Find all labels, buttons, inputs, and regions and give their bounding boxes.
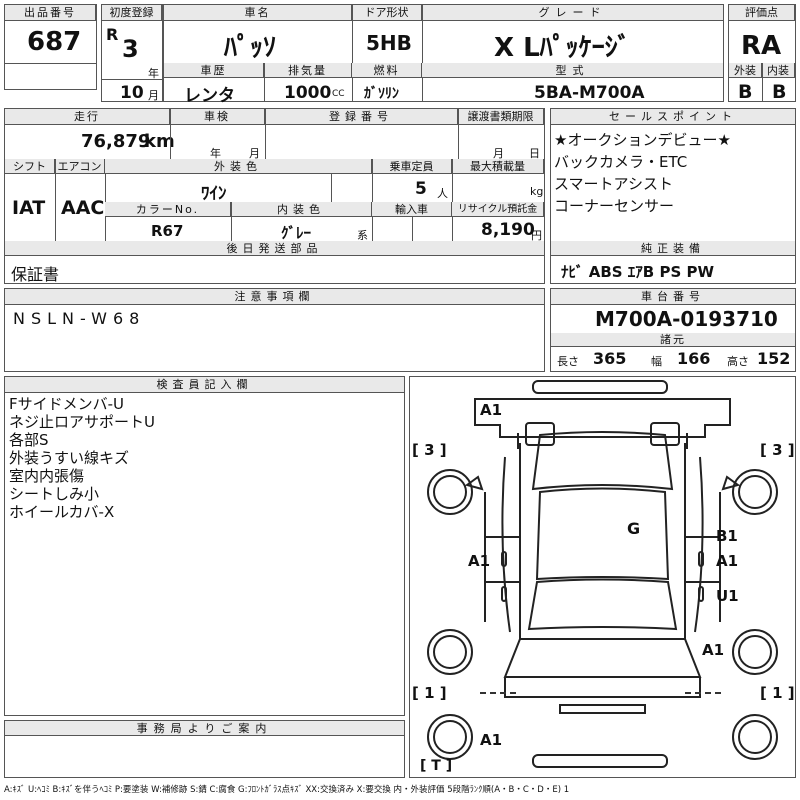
car-name: ﾊﾟｯｿ — [224, 33, 277, 63]
inspector-notes-list: Fサイドメンバ-U ネジ止ロアサポートU 各部S 外装うすい線キズ 室内内張傷 … — [9, 395, 155, 521]
diagram-mark: A1 — [702, 641, 725, 659]
notes-text: NSLN-W68 — [13, 309, 146, 328]
inspector-note: 室内内張傷 — [9, 467, 85, 485]
sales-points-list: ★オークションデビュー★ バックカメラ・ETC スマートアシスト コーナーセンサ… — [554, 129, 731, 217]
reg-month: 10 — [120, 83, 144, 103]
overall-score: RA — [741, 31, 782, 61]
spec-length: 365 — [593, 349, 627, 368]
diagram-mark: [ 3 ] — [412, 441, 447, 459]
damage-diagram: A1 [ 3 ] [ 3 ] G A1 B1 A1 U1 A1 [ 1 ] [ … — [409, 376, 796, 778]
inspector-box: 検査員記入欄 Fサイドメンバ-U ネジ止ロアサポートU 各部S 外装うすい線キズ… — [4, 376, 405, 716]
interior-color: ｸﾞﾚｰ — [281, 224, 312, 242]
inspector-note: ホイールカバ-X — [9, 503, 115, 521]
lot-number-label: 出品番号 — [5, 5, 96, 21]
vehicle-details-box: 走行 76,879 km 車検 年 月 登録番号 譲渡書類期限 月 日 シフト … — [4, 108, 545, 284]
diagram-mark: [ 1 ] — [412, 684, 447, 702]
inspector-note: Fサイドメンバ-U — [9, 395, 125, 413]
history: レンタ — [184, 86, 235, 106]
sales-point: ★オークションデビュー★ — [554, 131, 731, 149]
displacement: 1000 — [284, 83, 332, 103]
standard-equipment: ﾅﾋﾞ ABS ｴｱB PS PW — [561, 263, 715, 281]
mileage: 76,879 — [81, 131, 151, 152]
recycle-fee: 8,190 — [481, 220, 535, 240]
diagram-mark: [ T ] — [420, 758, 453, 774]
exterior-color: ﾜｲﾝ — [201, 184, 227, 204]
lot-number-box: 出品番号 687 — [4, 4, 97, 90]
model-code: 5BA-M700A — [534, 83, 645, 103]
capacity: 5 — [415, 179, 427, 199]
sales-point: バックカメラ・ETC — [554, 153, 688, 171]
spec-width: 166 — [677, 349, 711, 368]
car-outline — [427, 380, 778, 768]
shift: IAT — [12, 197, 46, 219]
sales-points-box: セールスポイント ★オークションデビュー★ バックカメラ・ETC スマートアシス… — [550, 108, 796, 284]
color-number: R67 — [151, 222, 184, 240]
diagram-mark: B1 — [716, 527, 738, 545]
lot-number: 687 — [27, 27, 82, 57]
door-type: 5HB — [366, 31, 412, 55]
inspector-note: シートしみ小 — [9, 485, 100, 503]
reg-year: 3 — [122, 35, 139, 63]
inspector-note: 外装うすい線キズ — [9, 449, 130, 467]
damage-legend: A:ｷｽﾞ U:ﾍｺﾐ B:ｷｽﾞを伴うﾍｺﾐ P:要塗装 W:補修跡 S:錆 … — [4, 785, 570, 795]
diagram-mark: [ 1 ] — [760, 684, 795, 702]
grade: X Lﾊﾟｯｹｰｼﾞ — [494, 33, 631, 63]
diagram-mark: G — [627, 519, 641, 538]
notes-box: 注意事項欄 NSLN-W68 — [4, 288, 545, 372]
diagram-mark: A1 — [468, 552, 491, 570]
fuel: ｶﾞｿﾘﾝ — [364, 86, 399, 102]
inspector-note: 各部S — [9, 431, 49, 449]
later-shipped-parts: 保証書 — [11, 265, 60, 284]
diagram-mark: A1 — [480, 401, 503, 419]
diagram-mark: A1 — [480, 731, 503, 749]
chassis-number: M700A-0193710 — [595, 307, 778, 331]
sales-point: コーナーセンサー — [554, 197, 675, 215]
chassis-box: 車台番号 M700A-0193710 諸元 長さ 365 幅 166 高さ 15… — [550, 288, 796, 372]
sales-point: スマートアシスト — [554, 175, 673, 193]
score-box: 評価点 RA 外装 内装 B B — [728, 4, 796, 103]
first-registration-box: 初度登録 R 3 年 10 月 — [101, 4, 163, 103]
air-con: AAC — [61, 197, 105, 219]
diagram-mark: U1 — [716, 587, 739, 605]
era: R — [106, 25, 119, 44]
diagram-mark: [ 3 ] — [760, 441, 795, 459]
office-box: 事務局よりご案内 — [4, 720, 405, 778]
car-info-box: 車名 ﾊﾟｯｿ ドア形状 5HB グレード X Lﾊﾟｯｹｰｼﾞ 車歴 レンタ … — [163, 4, 724, 106]
inspector-note: ネジ止ロアサポートU — [9, 413, 155, 431]
diagram-mark: A1 — [716, 552, 739, 570]
spec-height: 152 — [757, 349, 791, 368]
first-registration-label: 初度登録 — [102, 5, 162, 21]
interior-score: B — [772, 81, 787, 103]
exterior-score: B — [738, 81, 753, 103]
